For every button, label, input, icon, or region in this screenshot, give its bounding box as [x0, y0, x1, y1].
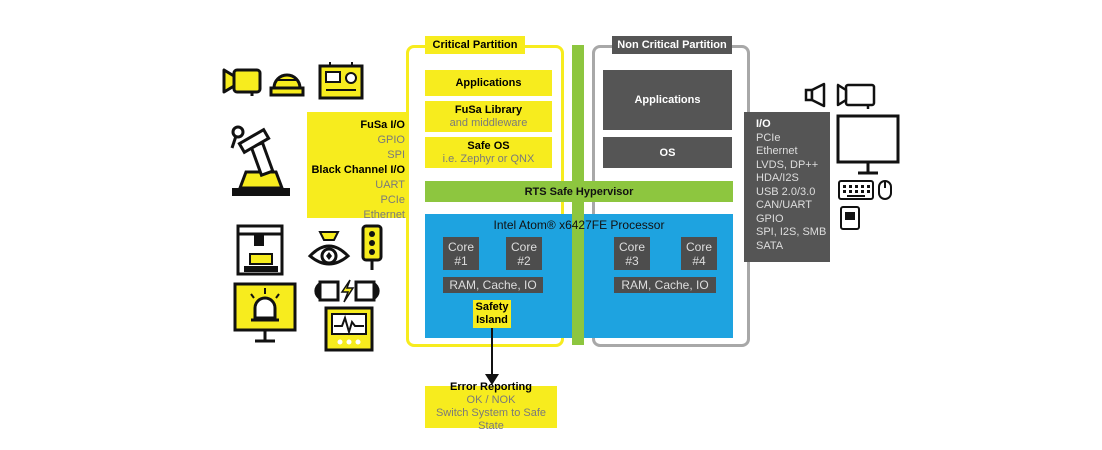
- core-number: #3: [625, 253, 639, 268]
- camera-icon: [222, 68, 262, 96]
- core-4: Core #4: [681, 237, 717, 270]
- black-channel-item: Ethernet: [363, 209, 405, 221]
- io-item: HDA/I2S: [756, 172, 799, 184]
- io-item: SPI, I2S, SMB: [756, 226, 827, 238]
- black-channel-item: PCIe: [380, 194, 405, 206]
- error-reporting-line: Switch System to Safe State: [435, 407, 547, 432]
- hypervisor-bar: RTS Safe Hypervisor: [425, 181, 733, 202]
- core-3: Core #3: [614, 237, 650, 270]
- fusa-library-box: FuSa Library and middleware: [425, 101, 552, 132]
- core-2: Core #2: [506, 237, 542, 270]
- io-panel: I/O PCIe Ethernet LVDS, DP++ HDA/I2S USB…: [744, 112, 830, 262]
- io-item: GPIO: [756, 212, 784, 225]
- noncritical-os-box: OS: [603, 137, 732, 168]
- safety-island-line: Safety: [475, 301, 509, 313]
- core-label: Core: [510, 239, 537, 254]
- error-reporting-title: Error Reporting: [450, 381, 532, 393]
- dome-sensor-icon: [269, 73, 305, 97]
- core-1: Core #1: [443, 237, 479, 270]
- black-channel-item: UART: [375, 179, 405, 191]
- 3d-printer-icon: [236, 224, 284, 276]
- power-switch-icon: [314, 279, 380, 303]
- error-reporting-box: Error Reporting OK / NOK Switch System t…: [425, 381, 557, 432]
- io-item: CAN/UART: [756, 199, 813, 211]
- safe-os-sub: i.e. Zephyr or QNX: [442, 152, 535, 165]
- core-label: Core: [618, 239, 645, 254]
- io-item: SATA: [756, 239, 784, 252]
- core-number: #1: [454, 253, 468, 268]
- noncritical-applications-box: Applications: [603, 70, 732, 130]
- io-item: Ethernet: [756, 145, 798, 157]
- fusa-io-title: FuSa I/O: [360, 119, 405, 131]
- storage-card-icon: [840, 206, 860, 230]
- fusa-library-title: FuSa Library: [454, 103, 523, 116]
- fusa-library-sub: and middleware: [449, 116, 528, 129]
- safety-island-box: Safety Island: [473, 300, 511, 328]
- video-camera-icon: [836, 83, 876, 109]
- fusa-io-item: GPIO: [377, 134, 405, 146]
- core-label: Core: [685, 239, 712, 254]
- core-number: #4: [692, 253, 706, 268]
- critical-ram-cache-io: RAM, Cache, IO: [443, 277, 543, 293]
- critical-partition-label: Critical Partition: [425, 36, 525, 54]
- black-channel-io-title: Black Channel I/O: [311, 164, 405, 176]
- ecg-monitor-icon: [324, 306, 374, 352]
- io-title: I/O: [756, 118, 771, 130]
- io-item: USB 2.0/3.0: [756, 185, 816, 198]
- safe-os-box: Safe OS i.e. Zephyr or QNX: [425, 137, 552, 168]
- speaker-icon: [804, 82, 826, 108]
- safe-os-title: Safe OS: [467, 139, 510, 152]
- monitor-icon: [836, 114, 900, 175]
- io-item: PCIe: [756, 131, 781, 144]
- safety-island-line: Island: [476, 314, 508, 326]
- robot-arm-icon: [230, 125, 290, 196]
- warning-beacon-monitor-icon: [233, 282, 297, 343]
- keyboard-icon: [838, 180, 874, 200]
- eye-scan-icon: [307, 231, 351, 266]
- error-arrow: [485, 328, 499, 385]
- noncritical-partition-label: Non Critical Partition: [612, 36, 732, 54]
- core-label: Core: [447, 239, 474, 254]
- noncritical-ram-cache-io: RAM, Cache, IO: [614, 277, 716, 293]
- processor-title: Intel Atom® x6427FE Processor: [493, 218, 665, 232]
- core-number: #2: [517, 253, 531, 268]
- error-reporting-line: OK / NOK: [466, 394, 516, 406]
- fusa-io-item: SPI: [387, 149, 405, 161]
- traffic-light-icon: [361, 224, 383, 270]
- io-item: LVDS, DP++: [756, 158, 819, 171]
- fusa-io-panel: FuSa I/O GPIO SPI Black Channel I/O UART…: [307, 112, 409, 221]
- mouse-icon: [878, 180, 892, 200]
- critical-applications-box: Applications: [425, 70, 552, 96]
- controller-module-icon: [318, 62, 364, 100]
